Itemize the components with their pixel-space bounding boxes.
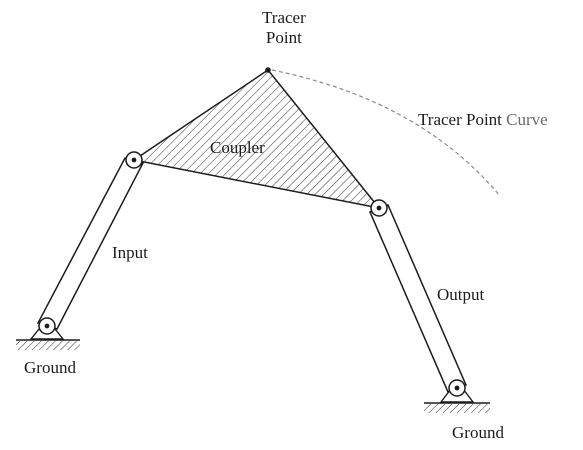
- pivot-ground-left: [38, 317, 56, 335]
- tracer-point-curve-label-tail: Curve: [506, 110, 548, 129]
- pivot-input-coupler: [125, 151, 143, 169]
- tracer-point-label-line1: Tracer: [262, 8, 306, 27]
- pivot-ground-right: [448, 379, 466, 397]
- tracer-point-label: Tracer Point: [262, 8, 306, 47]
- ground-label-right: Ground: [452, 423, 504, 442]
- coupler-label: Coupler: [210, 138, 265, 157]
- input-label: Input: [112, 243, 148, 262]
- tracer-point-dot: [265, 67, 271, 73]
- tracer-point-curve-label-main: Tracer Point: [418, 110, 507, 129]
- output-label: Output: [437, 285, 485, 304]
- tracer-point-label-line2: Point: [265, 27, 302, 47]
- tracer-point-curve-label: Tracer Point Curve: [418, 110, 548, 130]
- pivot-coupler-output: [370, 199, 388, 217]
- tracer-point-curve: [271, 69, 501, 197]
- coupler-link: [132, 68, 381, 210]
- ground-label-left: Ground: [24, 358, 76, 377]
